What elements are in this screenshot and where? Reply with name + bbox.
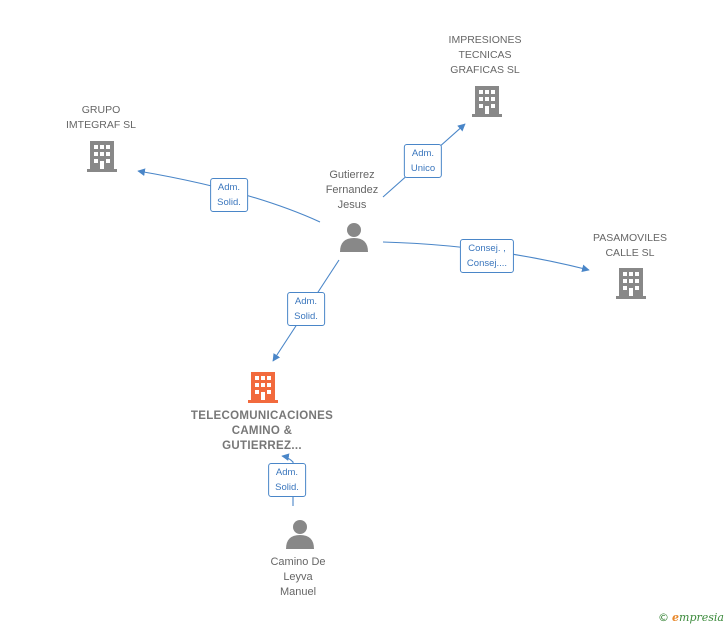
copyright-icon: © bbox=[658, 611, 670, 624]
edge-label-consej[interactable]: Consej. , Consej.... bbox=[459, 239, 515, 273]
brand-name: mpresia bbox=[679, 611, 724, 624]
brand-initial: e bbox=[672, 611, 680, 624]
node-label-telecom[interactable]: TELECOMUNICACIONES CAMINO & GUTIERREZ... bbox=[190, 410, 334, 452]
node-label-impresiones[interactable]: IMPRESIONES TECNICAS GRAFICAS SL bbox=[448, 34, 522, 76]
person-icon bbox=[340, 223, 368, 252]
brand-logo[interactable]: ©empresia bbox=[658, 611, 724, 624]
edge-label-adm-solid-grupo[interactable]: Adm. Solid. bbox=[210, 178, 248, 212]
edge-label-adm-unico[interactable]: Adm. Unico bbox=[403, 144, 443, 178]
node-label-camino[interactable]: Camino De Leyva Manuel bbox=[270, 556, 326, 598]
node-label-grupo[interactable]: GRUPO IMTEGRAF SL bbox=[65, 104, 137, 131]
focus-building-icon bbox=[248, 372, 278, 403]
node-label-gutierrez[interactable]: Gutierrez Fernandez Jesus bbox=[325, 169, 379, 211]
person-icon bbox=[286, 520, 314, 549]
building-icon bbox=[472, 86, 502, 117]
node-label-pasamoviles[interactable]: PASAMOVILES CALLE SL bbox=[593, 232, 667, 259]
edge-label-adm-solid-telecom[interactable]: Adm. Solid. bbox=[287, 292, 325, 326]
edge-camino-telecom bbox=[281, 453, 294, 506]
edge-label-adm-solid-camino[interactable]: Adm. Solid. bbox=[268, 463, 306, 497]
building-icon bbox=[616, 268, 646, 299]
building-icon bbox=[87, 141, 117, 172]
